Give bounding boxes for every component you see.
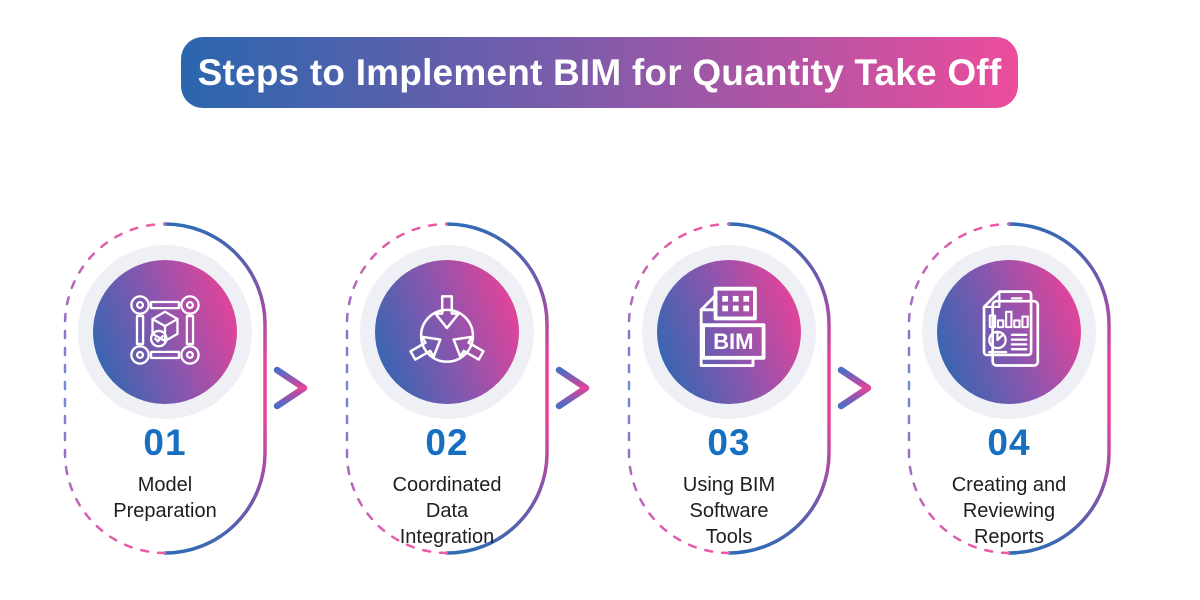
step-capsule-3: BIM 03 Using BIM Software Tools (627, 222, 831, 555)
step-capsule-2: 02 Coordinated Data Integration (345, 222, 549, 555)
arrow-icon (546, 366, 590, 410)
step-number: 04 (987, 422, 1031, 463)
step-number: 03 (707, 422, 751, 463)
icon-disc (657, 260, 801, 404)
model-preparation-icon (130, 295, 200, 365)
step-label: Coordinated Data Integration (392, 474, 502, 548)
arrow-icon (264, 366, 308, 410)
page-title: Steps to Implement BIM for Quantity Take… (197, 51, 1002, 93)
title-banner: Steps to Implement BIM for Quantity Take… (181, 37, 1018, 108)
step-label: Model Preparation (113, 474, 217, 522)
step-label: Using BIM Software Tools (682, 474, 776, 548)
bim-file-icon: BIM (699, 286, 766, 367)
step-capsule-1: 01 Model Preparation (63, 222, 267, 555)
icon-disc (937, 260, 1081, 404)
data-integration-icon (409, 295, 485, 363)
icon-disc (375, 260, 519, 404)
step-number: 01 (143, 422, 187, 463)
step-capsule-4: 04 Creating and Reviewing Reports (907, 222, 1111, 555)
step-label: Creating and Reviewing Reports (951, 474, 1067, 548)
capsule-outline (907, 222, 1111, 555)
arrow-icon (828, 366, 872, 410)
reports-icon (982, 290, 1040, 367)
bim-icon-text: BIM (713, 329, 753, 354)
step-number: 02 (425, 422, 469, 463)
